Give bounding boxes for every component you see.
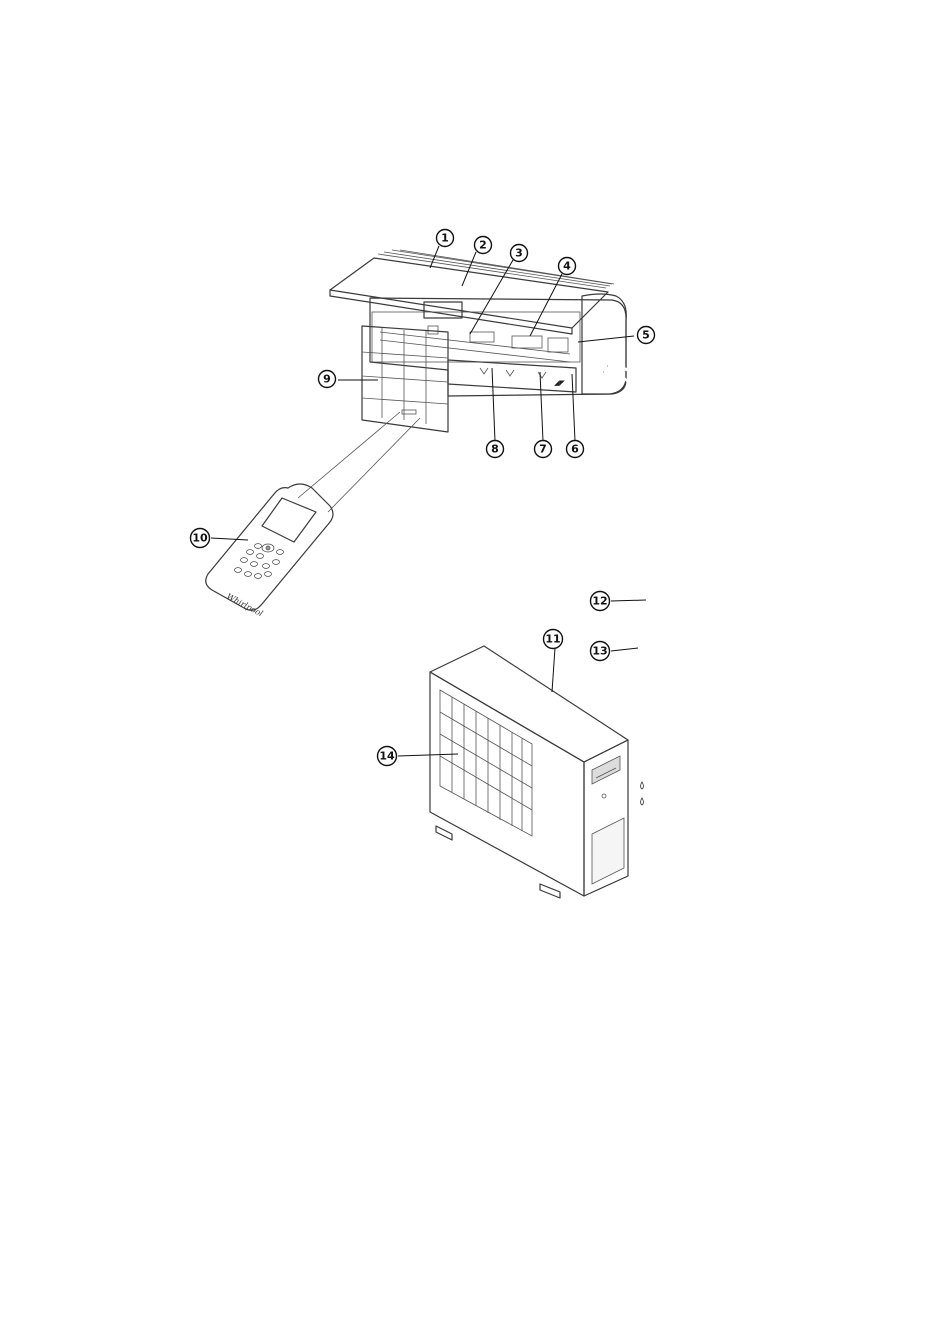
air-filter	[362, 326, 448, 432]
callout-11: 11	[544, 630, 563, 649]
callout-13: 13	[591, 642, 610, 661]
ir-beam-right	[328, 418, 420, 512]
remote-brand-logo: Whirlpool	[225, 592, 265, 619]
outdoor-unit	[430, 646, 628, 898]
callout-4: 4	[559, 258, 576, 275]
drain-drop-icon	[641, 798, 644, 805]
callout-8: 8	[487, 441, 504, 458]
callout-5: 5	[638, 327, 655, 344]
indoor-unit: ◢◤	[330, 250, 626, 396]
callout-14: 14	[378, 747, 397, 766]
callout-label: 1	[441, 232, 449, 245]
callout-1: 1	[437, 230, 454, 247]
callout-9: 9	[319, 371, 336, 388]
top-grille	[378, 250, 614, 288]
callout-label: 11	[545, 633, 560, 646]
callout-label: 3	[515, 247, 523, 260]
drain-drop-icon	[641, 782, 644, 789]
callout-12: 12	[591, 592, 610, 611]
callout-label: 7	[539, 443, 547, 456]
fan-grille	[440, 690, 532, 836]
callout-label: 2	[479, 239, 487, 252]
callout-label: 6	[571, 443, 579, 456]
louver-symbol: ◢◤	[554, 379, 565, 387]
callout-label: 5	[642, 329, 650, 342]
callout-7: 7	[535, 441, 552, 458]
callout-10: 10	[191, 529, 210, 548]
outdoor-foot	[436, 826, 452, 840]
callout-3: 3	[511, 245, 528, 262]
remote-buttons	[235, 544, 284, 579]
callout-6: 6	[567, 441, 584, 458]
callout-label: 14	[379, 750, 395, 763]
callout-label: 12	[592, 595, 607, 608]
air-louver	[448, 360, 576, 392]
indoor-unit-side-cap	[582, 294, 626, 394]
callout-label: 8	[491, 443, 499, 456]
callout-label: 9	[323, 373, 331, 386]
callout-label: 4	[563, 260, 571, 273]
callout-2: 2	[475, 237, 492, 254]
ir-beam-left	[298, 412, 400, 498]
callout-label: 13	[592, 645, 607, 658]
outdoor-foot	[540, 884, 560, 898]
callout-label: 10	[192, 532, 208, 545]
remote-screen	[262, 498, 316, 542]
remote-control: Whirlpool	[206, 484, 333, 619]
leader-lines	[211, 246, 646, 756]
